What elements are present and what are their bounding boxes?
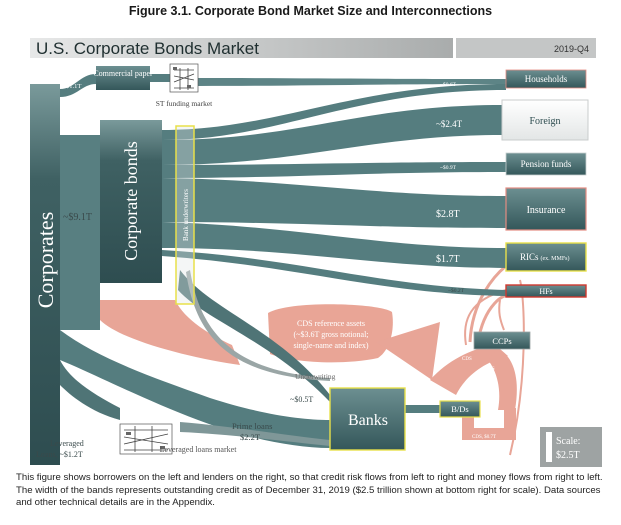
ccps-node: CCPs [473, 331, 531, 350]
foreign-node: Foreign [501, 99, 589, 141]
corporate-bond-diagram: U.S. Corporate Bonds Market 2019-Q4 [30, 38, 602, 467]
foreign-flow-label: ~$2.4T [436, 119, 463, 129]
figure-caption: This figure shows borrowers on the left … [16, 472, 603, 508]
corporates-label: Corporates [33, 212, 58, 309]
cds-ref-line3: single-name and index) [293, 341, 368, 350]
households-node: Households [505, 69, 587, 89]
header-title: U.S. Corporate Bonds Market [36, 39, 259, 58]
underwriting-label: Underwriting [295, 372, 336, 381]
prime-loans-label-1: Prime loans [232, 421, 272, 431]
foreign-label: Foreign [529, 116, 560, 127]
svg-text:RICs(ex. MMFs): RICs(ex. MMFs) [520, 252, 570, 262]
scale-label: Scale: [556, 436, 580, 447]
rics-note: (ex. MMFs) [541, 255, 570, 262]
pension-node: Pension funds [505, 152, 587, 176]
bds-label: B/Ds [451, 404, 468, 414]
hfs-node: HFs [505, 284, 587, 298]
leveraged-label-2: Loans, ~$1.2T [36, 450, 83, 459]
cp-flow-label: $1.1T [66, 83, 81, 90]
banks-flow-label: ~$0.5T [290, 395, 313, 404]
bonds-flow-label: ~$9.1T [63, 212, 92, 223]
insurance-flow-label: $2.8T [436, 209, 460, 220]
hfs-label: HFs [539, 287, 552, 296]
hfs-flow-label: ~$0.2T [448, 287, 465, 294]
cds-bd-label: CDS, $0.7T [472, 435, 496, 440]
leveraged-market-label: Leveraged loans market [160, 445, 238, 454]
scale-box: Scale: $2.5T [540, 427, 602, 467]
cds-ref-line1: CDS reference assets [297, 319, 365, 328]
leveraged-loans-market-icon: Leveraged loans market [119, 423, 238, 455]
pension-flow-label: ~$0.9T [440, 164, 457, 171]
pension-label: Pension funds [521, 159, 572, 169]
flow-labels: $1.1T ~$9.1T ~$0.6T ~$2.4T ~$0.9T $2.8T … [36, 81, 496, 459]
rics-flow-label: $1.7T [436, 254, 460, 265]
figure-title: Figure 3.1. Corporate Bond Market Size a… [128, 4, 493, 18]
bank-underwriters-node: Bank underwriters [175, 125, 195, 305]
rics-label: RICs [520, 252, 539, 262]
cds-reference-text: CDS reference assets (~$3.6T gross notio… [293, 319, 368, 350]
cds-ref-line2: (~$3.6T gross notional; [293, 330, 368, 339]
st-funding-label: ST funding market [156, 99, 213, 108]
corporate-bonds-node: Corporate bonds [100, 120, 162, 283]
banks-label: Banks [348, 412, 388, 429]
rics-node: RICs(ex. MMFs) [505, 242, 587, 272]
leveraged-label-1: Leveraged [50, 439, 84, 448]
st-funding-market-icon: ST funding market [156, 63, 213, 108]
header-bar: U.S. Corporate Bonds Market 2019-Q4 [30, 38, 596, 58]
scale-value: $2.5T [556, 450, 580, 461]
insurance-node: Insurance [505, 187, 587, 231]
credit-flows [60, 74, 506, 448]
commercial-paper-label: Commercial paper [93, 69, 153, 78]
households-flow-label: ~$0.6T [440, 81, 457, 88]
cds-mid-label-1: CDS [484, 366, 495, 372]
corporate-bonds-label: Corporate bonds [121, 141, 141, 260]
header-date: 2019-Q4 [554, 44, 589, 54]
banks-node: Banks [329, 387, 406, 451]
prime-loans-label-2: $2.2T [240, 432, 261, 442]
corporates-node: Corporates [30, 84, 60, 465]
cds-mid-label-2: $2.2T [482, 373, 496, 380]
ccps-label: CCPs [492, 336, 511, 346]
bank-underwriters-label: Bank underwriters [182, 189, 190, 241]
cds-left-label: CDS [432, 427, 442, 432]
bds-node: B/Ds [439, 400, 481, 418]
insurance-label: Insurance [527, 205, 566, 216]
cds-small-label: CDS [462, 357, 472, 362]
commercial-paper-node: Commercial paper [93, 66, 153, 90]
households-label: Households [525, 74, 568, 84]
